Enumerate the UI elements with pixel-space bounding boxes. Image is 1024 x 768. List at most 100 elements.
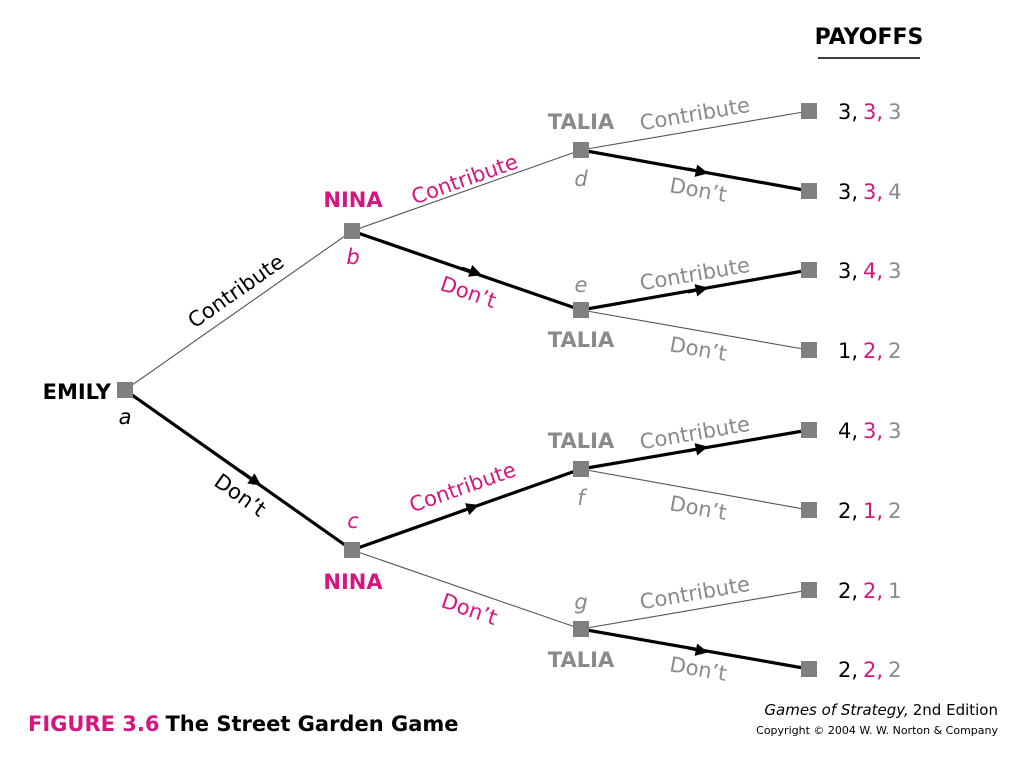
- book-credit: Games of Strategy, 2nd Edition: [764, 701, 998, 719]
- arrow-b-e: [461, 264, 482, 277]
- payoff-emily: 3,: [838, 180, 858, 204]
- player-labels: EMILY NINA NINA TALIA TALIA TALIA TALIA: [43, 110, 615, 672]
- payoff-talia: 4: [888, 180, 901, 204]
- payoff-emily: 2,: [838, 658, 858, 682]
- payoff-list: 3,3,3 3,3,4 3,4,3 1,2,2 4,3,3 2,1,2 2,2,…: [838, 100, 901, 682]
- branch-a-c: [124, 388, 353, 552]
- book-edition: 2nd Edition: [913, 701, 998, 719]
- payoff-talia: 3: [888, 259, 901, 283]
- branch-a-b: [124, 230, 353, 391]
- payoff-nina: 2,: [863, 339, 883, 363]
- terminal-node-1: [801, 103, 817, 119]
- player-talia-g: TALIA: [548, 648, 615, 672]
- figure-title: The Street Garden Game: [165, 712, 458, 736]
- player-talia-f: TALIA: [548, 429, 615, 453]
- payoff-talia: 3: [888, 419, 901, 443]
- node-letter-e: e: [575, 273, 588, 297]
- node-letter-g: g: [574, 590, 587, 614]
- edge-label-f-6: Don’t: [668, 491, 729, 525]
- payoff-emily: 3,: [838, 100, 858, 124]
- book-title: Games of Strategy,: [764, 701, 908, 719]
- player-talia-e: TALIA: [548, 328, 615, 352]
- payoff-row: 2,2,1: [838, 579, 901, 603]
- payoff-nina: 3,: [863, 419, 883, 443]
- edge-label-g-8: Don’t: [668, 652, 729, 686]
- arrow-a-c: [241, 470, 262, 486]
- payoff-row: 2,1,2: [838, 499, 901, 523]
- branch-c-g: [351, 549, 582, 630]
- arrow-f-5: [687, 443, 709, 456]
- payoff-nina: 3,: [863, 180, 883, 204]
- edge-label-c-g: Don’t: [438, 589, 500, 630]
- node-letter-d: d: [574, 167, 588, 191]
- payoff-nina: 1,: [863, 499, 883, 523]
- payoff-emily: 2,: [838, 499, 858, 523]
- edge-label-e-4: Don’t: [668, 332, 729, 366]
- equilibrium-arrows: [241, 164, 709, 656]
- payoff-row: 2,2,2: [838, 658, 901, 682]
- terminal-node-7: [801, 582, 817, 598]
- terminal-node-2: [801, 183, 817, 199]
- player-talia-d: TALIA: [548, 110, 615, 134]
- edge-label-b-d: Contribute: [408, 150, 521, 210]
- player-emily: EMILY: [43, 380, 112, 404]
- node-f: [573, 461, 589, 477]
- node-letter-f: f: [577, 486, 588, 510]
- node-a: [117, 382, 133, 398]
- payoff-row: 1,2,2: [838, 339, 901, 363]
- arrow-d-2: [687, 164, 709, 177]
- payoff-nina: 2,: [863, 579, 883, 603]
- arrow-c-f: [458, 503, 479, 516]
- branch-e-4: [580, 309, 810, 351]
- payoff-nina: 3,: [863, 100, 883, 124]
- payoff-talia: 2: [888, 339, 901, 363]
- edge-label-d-2: Don’t: [668, 173, 729, 207]
- node-b: [344, 223, 360, 239]
- edge-label-a-b: Contribute: [183, 250, 288, 333]
- edge-label-a-c: Don’t: [210, 469, 271, 522]
- payoff-emily: 1,: [838, 339, 858, 363]
- terminal-nodes: [801, 103, 817, 677]
- arrow-e-3: [687, 284, 709, 297]
- payoff-row: 3,3,4: [838, 180, 901, 204]
- payoffs-header: PAYOFFS: [815, 25, 924, 50]
- branch-f-6: [580, 468, 810, 511]
- node-e: [573, 302, 589, 318]
- node-letters: a b c d e f g: [119, 167, 589, 614]
- payoff-row: 4,3,3: [838, 419, 901, 443]
- edge-labels: Contribute Don’t Contribute Don’t Contri…: [183, 93, 751, 686]
- branch-d-1: [580, 110, 810, 151]
- arrow-g-8: [687, 643, 709, 656]
- terminal-node-6: [801, 502, 817, 518]
- payoff-talia: 3: [888, 100, 901, 124]
- terminal-node-4: [801, 342, 817, 358]
- terminal-node-5: [801, 422, 817, 438]
- payoff-row: 3,4,3: [838, 259, 901, 283]
- node-letter-b: b: [346, 245, 359, 269]
- payoff-nina: 4,: [863, 259, 883, 283]
- payoff-emily: 2,: [838, 579, 858, 603]
- terminal-node-8: [801, 661, 817, 677]
- edge-label-c-f: Contribute: [406, 458, 519, 518]
- branch-b-d: [351, 149, 582, 232]
- node-g: [573, 621, 589, 637]
- node-letter-a: a: [119, 405, 132, 429]
- branch-g-7: [580, 589, 810, 630]
- payoff-talia: 1: [888, 579, 901, 603]
- node-letter-c: c: [347, 509, 359, 533]
- payoff-talia: 2: [888, 658, 901, 682]
- payoff-nina: 2,: [863, 658, 883, 682]
- edge-label-g-7: Contribute: [638, 572, 752, 614]
- payoff-row: 3,3,3: [838, 100, 901, 124]
- copyright-line: Copyright © 2004 W. W. Norton & Company: [756, 724, 998, 737]
- payoff-emily: 4,: [838, 419, 858, 443]
- decision-nodes: [117, 142, 589, 637]
- node-d: [573, 142, 589, 158]
- edge-label-d-1: Contribute: [638, 93, 752, 135]
- node-c: [344, 542, 360, 558]
- player-nina-bottom: NINA: [323, 570, 383, 594]
- payoff-talia: 2: [888, 499, 901, 523]
